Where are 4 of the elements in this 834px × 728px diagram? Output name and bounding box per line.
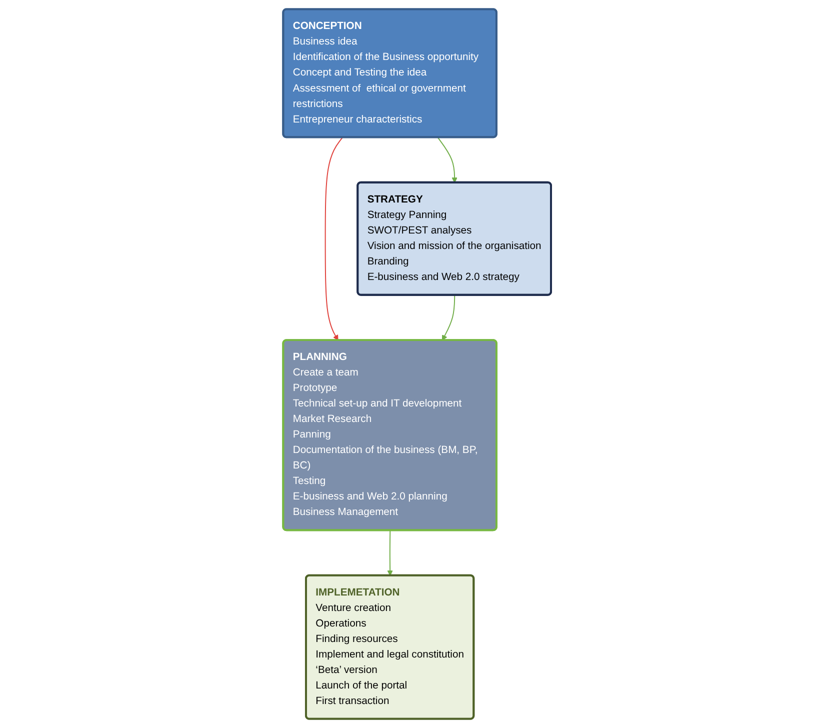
arrow <box>387 530 393 576</box>
arrow <box>442 294 456 341</box>
arrow <box>437 136 458 183</box>
arrow <box>324 136 343 341</box>
